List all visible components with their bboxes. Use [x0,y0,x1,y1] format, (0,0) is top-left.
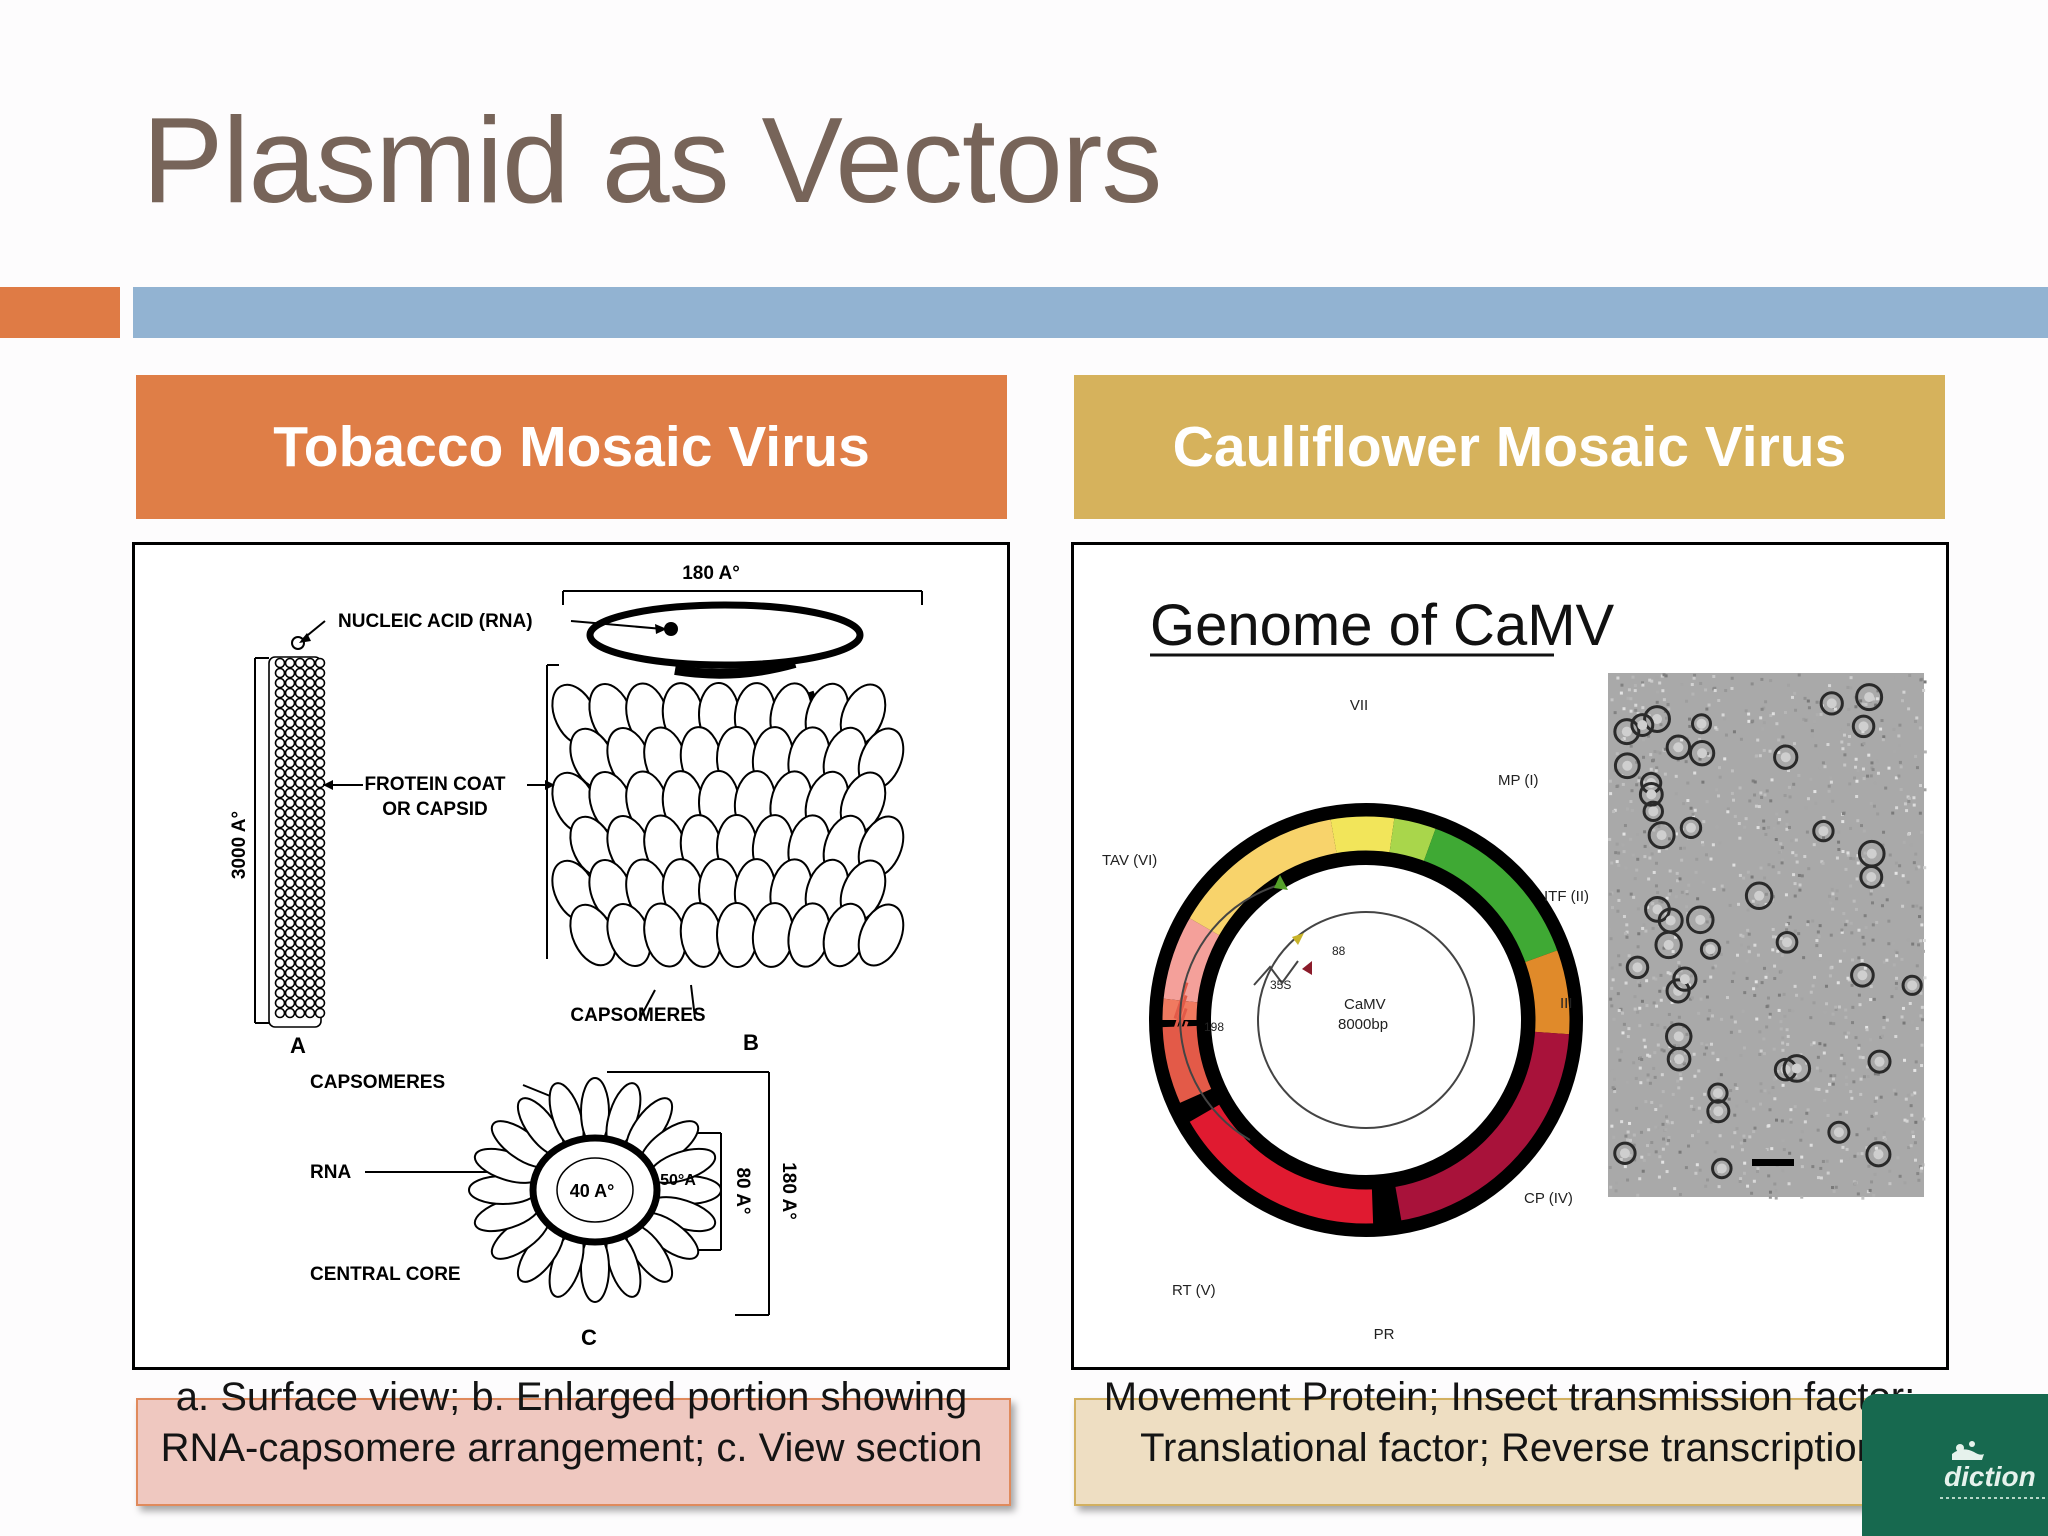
camv-genome-diagram: Genome of CaMV VII MP (I) ITF (II) III C… [1102,593,1927,1343]
logo-graphic: diction [1940,1441,2046,1499]
tmv-label-50: 50°A [660,1172,696,1189]
camv-19s-transcript [1179,884,1280,1141]
tmv-label-central-core: CENTRAL CORE [310,1264,461,1285]
tmv-label-capsomeres-b: CAPSOMERES [570,1005,705,1026]
camv-label-88: 88 [1332,944,1346,958]
tmv-header-label: Tobacco Mosaic Virus [273,415,870,479]
scale-bar [1752,1159,1794,1166]
camv-genome-figure: Genome of CaMV VII MP (I) ITF (II) III C… [1071,542,1949,1370]
camv-label-center: CaMV [1344,996,1386,1013]
tmv-label-80: 80 A° [732,1167,753,1214]
slide-title: Plasmid as Vectors [142,92,1162,228]
tmv-label-40: 40 A° [570,1181,615,1201]
title-accent-bar-blue [133,287,2048,338]
tmv-label-nucleic-acid: NUCLEIC ACID (RNA) [338,611,533,632]
tmv-label-protein-coat: FROTEIN COAT [364,774,505,795]
camv-label-mp: MP (I) [1498,772,1539,789]
tmv-label-180: 180 A° [682,563,740,584]
logo-badge: diction [1862,1394,2048,1536]
tmv-label-c: C [581,1325,597,1350]
camv-label-358: 35S [1270,978,1291,992]
camv-label-iii: III [1560,995,1573,1012]
tmv-label-rna: RNA [310,1162,351,1183]
camv-electron-micrograph [1608,673,1927,1200]
tmv-structure-diagram: 180 A° NUCLEIC ACID (RNA) FROTEIN COAT O… [229,563,923,1350]
tmv-label-b: B [743,1030,759,1055]
logo-text: diction [1944,1461,2036,1492]
camv-label-cp: CP (IV) [1524,1190,1573,1207]
tmv-label-3000: 3000 A° [229,811,250,879]
camv-label-bp: 8000bp [1338,1016,1388,1033]
camv-header-label: Cauliflower Mosaic Virus [1172,415,1847,479]
camv-label-rt: RT (V) [1172,1282,1216,1299]
tmv-label-capsid: OR CAPSID [382,799,488,820]
camv-caption: Movement Protein; Insect transmission fa… [1103,1375,1916,1470]
camv-label-vii: VII [1350,697,1368,714]
camv-header: Cauliflower Mosaic Virus [1074,375,1945,519]
camv-label-198: 198 [1204,1020,1224,1034]
tmv-label-a: A [290,1033,306,1058]
tmv-header: Tobacco Mosaic Virus [136,375,1007,519]
tmv-caption: a. Surface view; b. Enlarged portion sho… [160,1375,983,1470]
camv-label-itf: ITF (II) [1544,888,1589,905]
tmv-structure-figure: 180 A° NUCLEIC ACID (RNA) FROTEIN COAT O… [132,542,1010,1370]
tmv-rod-surface [268,656,326,1028]
tmv-label-180c: 180 A° [778,1162,799,1220]
tmv-label-capsomeres-c: CAPSOMERES [310,1072,445,1093]
tmv-caption-box [136,1398,1011,1506]
camv-figure-title: Genome of CaMV [1150,593,1615,658]
camv-label-pr: PR [1374,1326,1395,1343]
camv-caption-box [1074,1398,1949,1506]
camv-label-tav: TAV (VI) [1102,852,1157,869]
title-accent-bar-orange [0,287,120,338]
